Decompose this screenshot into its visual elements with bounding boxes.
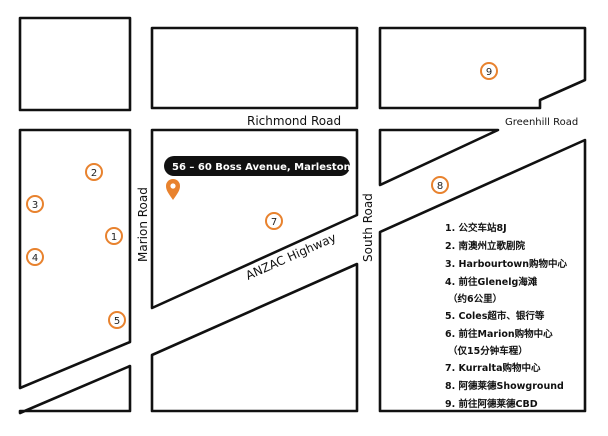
marker-8[interactable]: 8: [431, 176, 449, 194]
legend-item: 6. 前往Marion购物中心: [445, 328, 553, 340]
legend: 1. 公交车站8J 2. 南澳州立歌剧院 3. Harbourtown购物中心 …: [445, 222, 567, 410]
city-blocks: [18, 16, 587, 415]
road-label-marion: Marion Road: [136, 187, 150, 262]
legend-item: 4. 前往Glenelg海滩: [445, 276, 538, 288]
marker-3-label: 3: [32, 200, 38, 211]
block-south-north: [378, 128, 500, 187]
marker-9[interactable]: 9: [480, 62, 498, 80]
legend-item: 2. 南澳州立歌剧院: [445, 240, 526, 252]
block-se-bottom: [378, 138, 587, 413]
block-nw-top: [18, 16, 132, 112]
marker-1-label: 1: [111, 232, 117, 243]
marker-7[interactable]: 7: [265, 212, 283, 230]
legend-item: 3. Harbourtown购物中心: [445, 258, 567, 270]
block-west: [18, 128, 132, 390]
marker-5[interactable]: 5: [108, 311, 126, 329]
block-south-center: [150, 262, 359, 413]
marker-1[interactable]: 1: [105, 227, 123, 245]
legend-item: 1. 公交车站8J: [445, 222, 507, 234]
marker-2-label: 2: [91, 168, 97, 179]
marker-8-label: 8: [437, 181, 443, 192]
block-top-center: [150, 26, 359, 110]
legend-item: （仅15分钟车程）: [448, 345, 528, 357]
block-sw-bottom: [18, 364, 132, 415]
legend-item: 9. 前往阿德莱德CBD: [445, 398, 538, 410]
marker-7-label: 7: [271, 217, 277, 228]
address-label: 56 – 60 Boss Avenue, Marleston: [172, 162, 351, 173]
legend-item: 8. 阿德莱德Showground: [445, 380, 564, 392]
map-pin-icon[interactable]: [166, 179, 180, 200]
marker-9-label: 9: [486, 67, 492, 78]
marker-4-label: 4: [32, 253, 38, 264]
marker-2[interactable]: 2: [85, 163, 103, 181]
road-label-south: South Road: [361, 193, 375, 262]
road-label-greenhill: Greenhill Road: [505, 117, 578, 128]
road-label-richmond: Richmond Road: [247, 114, 341, 128]
address-callout: 56 – 60 Boss Avenue, Marleston: [164, 156, 351, 176]
legend-item: 5. Coles超市、银行等: [445, 310, 545, 322]
legend-item: 7. Kurralta购物中心: [445, 362, 541, 374]
marker-5-label: 5: [114, 316, 120, 327]
marker-3[interactable]: 3: [26, 195, 44, 213]
marker-4[interactable]: 4: [26, 248, 44, 266]
legend-item: （约6公里）: [448, 293, 502, 305]
